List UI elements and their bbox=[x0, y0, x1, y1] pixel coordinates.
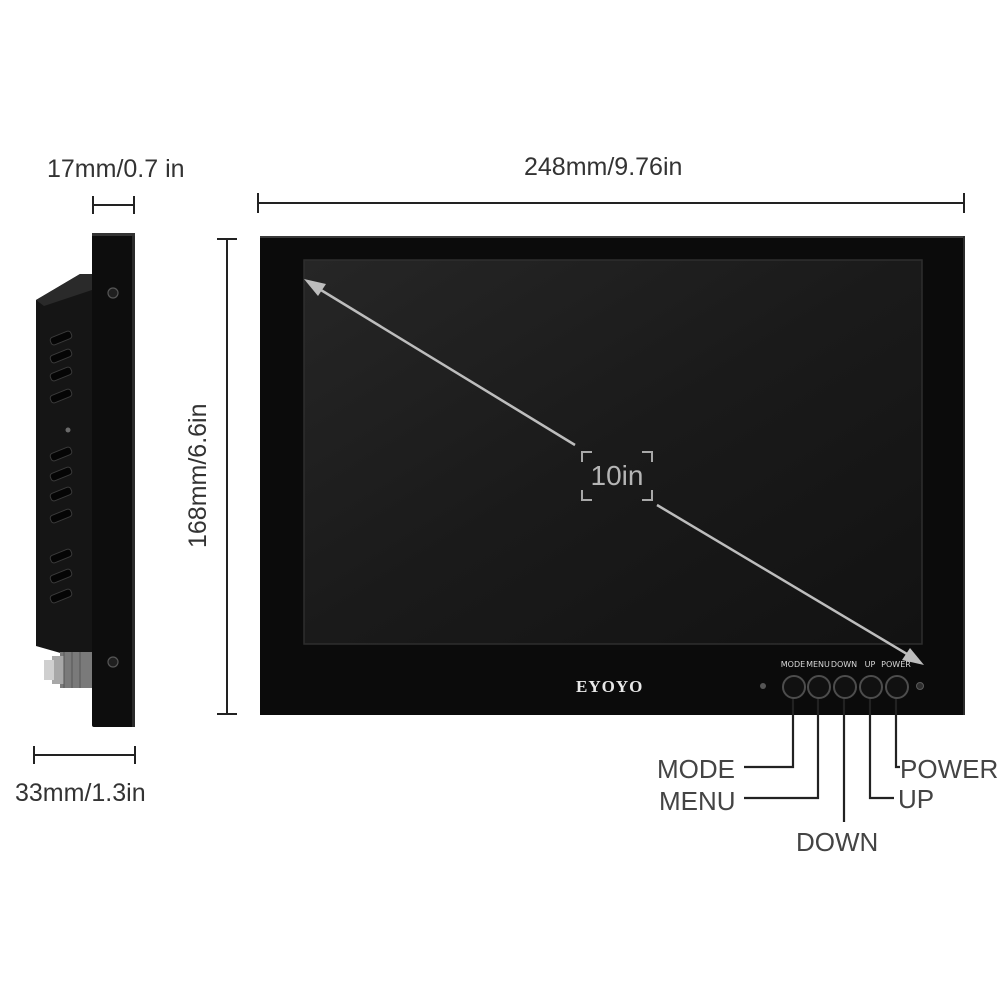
panel-label-menu: MENU bbox=[806, 660, 830, 669]
callout-mode: MODE bbox=[657, 754, 735, 784]
callout-up: UP bbox=[898, 784, 935, 814]
power-button[interactable] bbox=[885, 675, 909, 699]
callout-down: DOWN bbox=[796, 827, 879, 857]
screen-panel bbox=[303, 259, 923, 645]
diagonal-size-label: 10in bbox=[590, 460, 644, 491]
panel-label-power: POWER bbox=[881, 660, 911, 669]
mode-button[interactable] bbox=[782, 675, 806, 699]
brand-logo: EYOYO bbox=[576, 677, 644, 696]
panel-label-mode: MODE bbox=[780, 660, 806, 669]
diagonal-arrow bbox=[304, 279, 924, 665]
down-button[interactable] bbox=[833, 675, 857, 699]
menu-button[interactable] bbox=[807, 675, 831, 699]
height-dimension-line bbox=[217, 238, 237, 715]
panel-label-down: DOWN bbox=[830, 660, 858, 669]
callout-menu: MENU bbox=[659, 786, 736, 816]
depth-top-label: 17mm/0.7 in bbox=[47, 155, 185, 183]
callout-lines bbox=[744, 697, 900, 822]
front-view-monitor bbox=[260, 236, 965, 715]
diagonal-label-bracket bbox=[581, 451, 653, 501]
bnc-connector bbox=[44, 652, 92, 688]
depth-top-dimension-line bbox=[92, 196, 135, 214]
side-view-monitor bbox=[36, 233, 135, 727]
callout-power: POWER bbox=[900, 754, 999, 784]
depth-bottom-dimension-line bbox=[33, 746, 136, 764]
panel-label-up: UP bbox=[864, 660, 876, 669]
height-label: 168mm/6.6in bbox=[184, 403, 212, 548]
control-panel bbox=[760, 682, 924, 690]
depth-bottom-label: 33mm/1.3in bbox=[15, 779, 146, 807]
up-button[interactable] bbox=[859, 675, 883, 699]
width-dimension-line bbox=[257, 193, 965, 213]
width-label: 248mm/9.76in bbox=[524, 153, 683, 181]
